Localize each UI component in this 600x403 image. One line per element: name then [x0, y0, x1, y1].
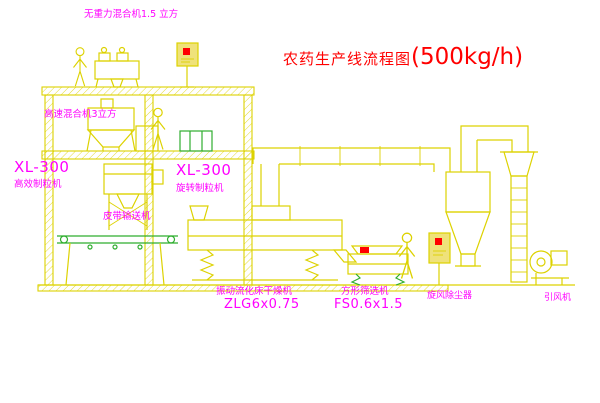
square-sieve: [347, 245, 409, 286]
cyclone-separator: [445, 140, 491, 267]
sieve-red-mark: [360, 247, 369, 253]
gravity-mixer: [94, 46, 140, 88]
label-granulator-right-model: XL-300: [176, 161, 232, 179]
label-dryer-model: ZLG6x0.75: [224, 297, 300, 312]
ground-line: [37, 284, 575, 292]
label-high-speed-mixer: 高速混合机3立方: [44, 109, 117, 120]
label-fan: 引风机: [544, 293, 572, 303]
label-sieve-name: 方形筛选机: [341, 286, 389, 297]
indicator-dot-1: [183, 48, 190, 55]
label-gravity-mixer: 无重力混合机1.5 立方: [84, 9, 179, 20]
label-granulator-left-model: XL-300: [14, 158, 70, 176]
granulator: [103, 163, 164, 230]
label-cyclone: 旋风除尘器: [427, 291, 473, 301]
diagram-title: 农药生产线流程图(500kg/h): [283, 44, 523, 70]
label-dryer-name: 振动流化床干燥机: [216, 286, 293, 297]
indicator-dot-2: [435, 238, 442, 245]
title-capacity: (500kg/h): [411, 44, 524, 70]
belt-conveyor: [57, 235, 178, 286]
person-figure-roof: [72, 47, 88, 87]
induced-draft-fan: [529, 250, 569, 285]
exhaust-duct: [252, 146, 451, 206]
label-granulator-left-name: 高效制粒机: [14, 179, 62, 190]
title-text: 农药生产线流程图: [283, 50, 412, 68]
label-granulator-right-name: 旋转制粒机: [176, 183, 224, 194]
control-cabinet-2: [428, 232, 451, 285]
fan-duct-and-stack: [460, 125, 538, 283]
control-cabinet-1: [176, 42, 199, 88]
high-speed-mixer: [86, 98, 159, 152]
label-belt-conveyor: 皮带输送机: [103, 211, 151, 222]
fluid-bed-dryer: [187, 205, 358, 281]
label-sieve-model: FS0.6x1.5: [334, 297, 404, 312]
person-figure-ground: [398, 232, 416, 280]
level2-equipment-box: [179, 130, 213, 152]
